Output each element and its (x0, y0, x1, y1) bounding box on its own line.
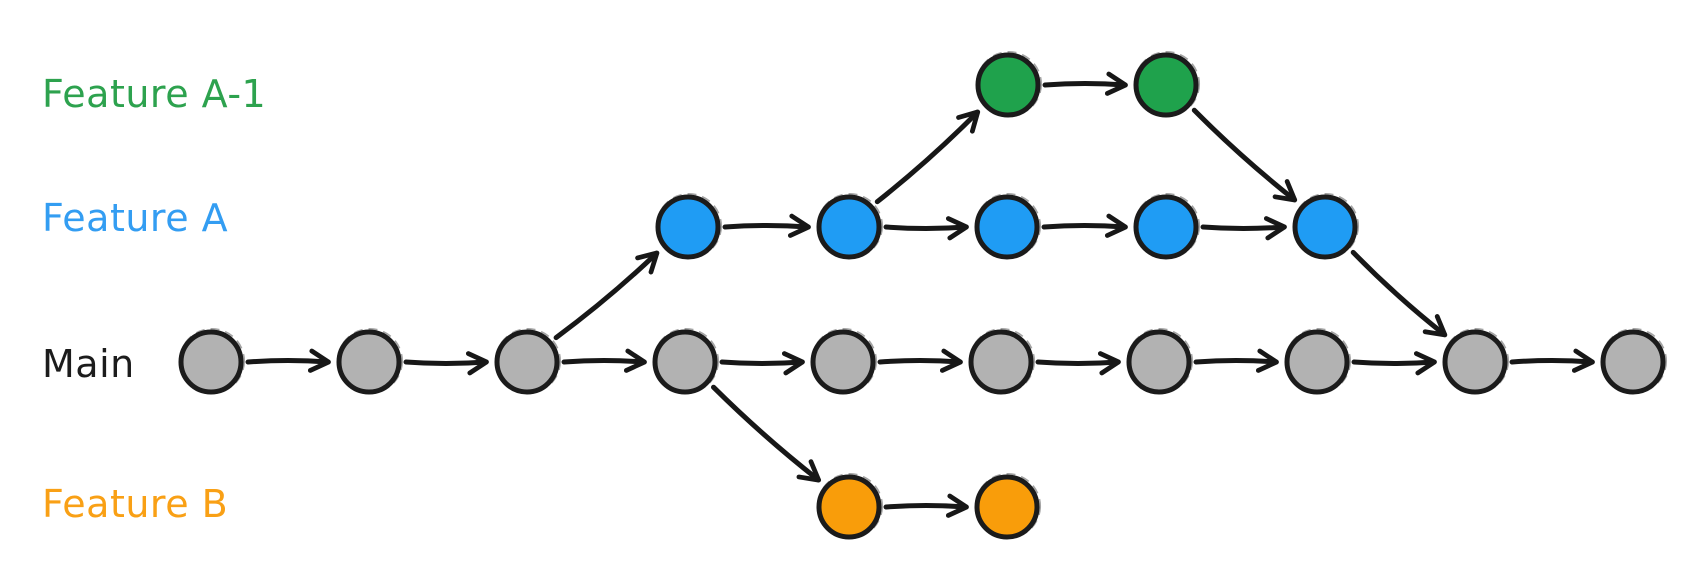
branch-edge-main-to-feature-a (553, 250, 660, 341)
commit-circle (974, 474, 1040, 540)
commit-circle (1442, 329, 1508, 395)
commit-node-feature-a-2 (816, 192, 884, 260)
commit-circle (1133, 194, 1199, 260)
commit-circle-sketch-ring (178, 327, 246, 395)
commit-circle-sketch-ring (1133, 50, 1201, 118)
commit-circle-sketch-ring (975, 50, 1043, 118)
commit-circle (1292, 194, 1358, 260)
commit-edge-main-5 (877, 348, 963, 373)
commit-circle (975, 52, 1041, 118)
commit-node-main-10 (1600, 327, 1668, 395)
commit-node-main-7 (1126, 327, 1194, 395)
commit-edge-main-9 (1509, 348, 1595, 373)
branch-label-main: Main (42, 342, 135, 386)
commit-circle-sketch-ring (1292, 192, 1360, 260)
commit-node-main-2 (336, 327, 404, 395)
nodes-layer (178, 50, 1668, 540)
commit-edge-feature-a-1 (722, 213, 811, 238)
commit-edge-main-3 (561, 348, 647, 373)
commit-edge-main-8 (1351, 351, 1437, 376)
commit-circle (1284, 329, 1350, 395)
commit-circle-sketch-ring (1126, 327, 1194, 395)
commit-node-feature-a1-1 (975, 50, 1043, 118)
commit-node-feature-a1-2 (1133, 50, 1201, 118)
commit-edge-main-7 (1193, 348, 1279, 373)
commit-node-feature-a-3 (974, 192, 1042, 260)
commit-circle (336, 329, 402, 395)
commit-edge-main-4 (719, 351, 805, 376)
commit-node-main-8 (1284, 327, 1352, 395)
commit-node-main-1 (178, 327, 246, 395)
commit-circle (810, 329, 876, 395)
commit-node-main-5 (810, 327, 878, 395)
commit-circle (1126, 329, 1192, 395)
commit-circle-sketch-ring (655, 192, 723, 260)
commit-node-main-9 (1442, 327, 1510, 395)
branch-label-feature-a1: Feature A-1 (42, 72, 266, 116)
commit-edge-feature-a-4 (1200, 216, 1287, 241)
commit-circle-sketch-ring (816, 192, 884, 260)
commit-circle-sketch-ring (974, 192, 1042, 260)
commit-node-feature-b-2 (974, 472, 1042, 540)
commit-circle (494, 329, 560, 395)
commit-circle (816, 194, 882, 260)
commit-edge-feature-a1-1 (1042, 71, 1128, 96)
commit-circle-sketch-ring (336, 327, 404, 395)
commit-node-main-6 (968, 327, 1036, 395)
branch-edge-feature-a-to-feature-a1 (874, 109, 981, 205)
commit-circle-sketch-ring (652, 327, 720, 395)
commit-circle (816, 474, 882, 540)
commit-circle-sketch-ring (974, 472, 1042, 540)
commit-node-main-3 (494, 327, 562, 395)
merge-edge-feature-a-to-main (1350, 249, 1448, 338)
merge-edge-feature-a1-to-feature-a (1191, 107, 1298, 203)
commit-circle (968, 329, 1034, 395)
branch-label-feature-b: Feature B (42, 482, 228, 526)
commit-circle (652, 329, 718, 395)
commit-circle-sketch-ring (494, 327, 562, 395)
commit-node-feature-b-1 (816, 472, 884, 540)
commit-circle-sketch-ring (1133, 192, 1201, 260)
commit-node-main-4 (652, 327, 720, 395)
commit-edge-main-2 (403, 351, 489, 376)
commit-node-feature-a-4 (1133, 192, 1201, 260)
commit-circle-sketch-ring (810, 327, 878, 395)
commit-circle-sketch-ring (1442, 327, 1510, 395)
commit-circle-sketch-ring (816, 472, 884, 540)
commit-node-feature-a-1 (655, 192, 723, 260)
commit-edge-feature-a-3 (1041, 213, 1128, 238)
branch-label-feature-a: Feature A (42, 196, 228, 240)
commit-circle (974, 194, 1040, 260)
commit-circle-sketch-ring (1284, 327, 1352, 395)
commit-circle (178, 329, 244, 395)
commit-circle-sketch-ring (1600, 327, 1668, 395)
commit-edge-main-6 (1035, 351, 1121, 376)
commit-edge-feature-a-2 (883, 216, 969, 241)
edges-layer (245, 71, 1595, 518)
commit-circle-sketch-ring (968, 327, 1036, 395)
commit-circle (1133, 52, 1199, 118)
commit-edge-main-1 (245, 348, 331, 373)
commit-circle (1600, 329, 1666, 395)
branch-edge-main-to-feature-b (711, 384, 822, 483)
commit-edge-feature-b-1 (883, 493, 969, 518)
commit-circle (655, 194, 721, 260)
commit-node-feature-a-5 (1292, 192, 1360, 260)
